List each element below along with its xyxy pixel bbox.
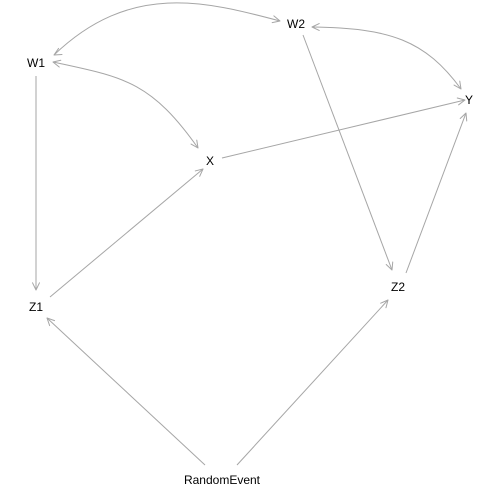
edge-line	[311, 26, 462, 90]
edge-line	[49, 168, 204, 298]
node-w1: W1	[27, 56, 45, 70]
node-randomevent: RandomEvent	[184, 473, 261, 487]
edge-line	[221, 99, 466, 159]
edge-z1-x	[49, 168, 204, 298]
node-z2: Z2	[391, 280, 405, 294]
arrowhead-to-y	[453, 80, 462, 90]
edge-w2-z2	[302, 34, 394, 271]
arrowhead-to-y	[456, 97, 466, 106]
edge-line	[46, 317, 206, 466]
arrowhead-to-x	[194, 168, 204, 177]
arrowhead-to-w1	[52, 59, 62, 68]
arrowhead-to-z2	[380, 299, 389, 309]
edge-line	[302, 34, 393, 271]
arrowhead-to-z1	[32, 282, 40, 291]
edges-layer	[32, 2, 468, 466]
node-z1: Z1	[29, 300, 43, 314]
edge-w1-x	[52, 59, 199, 149]
edge-line	[52, 61, 199, 149]
edge-w1-z1	[32, 76, 40, 291]
node-y: Y	[465, 93, 473, 107]
edge-randomevent-z1	[46, 317, 206, 466]
arrowhead-to-y	[459, 112, 468, 122]
edge-line	[53, 2, 281, 56]
edge-w1-w2	[53, 2, 281, 56]
edge-z2-y	[405, 112, 468, 274]
edge-line	[236, 299, 389, 466]
arrowhead-to-w2	[271, 15, 281, 24]
edge-x-y	[221, 97, 466, 159]
arrowhead-to-w2	[311, 23, 320, 31]
edge-randomevent-z2	[236, 299, 389, 466]
node-x: X	[206, 154, 214, 168]
arrowhead-to-z1	[46, 317, 56, 327]
arrowhead-to-x	[190, 139, 199, 149]
arrowhead-to-w1	[53, 47, 63, 56]
edge-w2-y	[311, 23, 462, 90]
node-w2: W2	[287, 17, 305, 31]
edge-line	[405, 112, 467, 274]
arrowhead-to-z2	[385, 261, 394, 271]
